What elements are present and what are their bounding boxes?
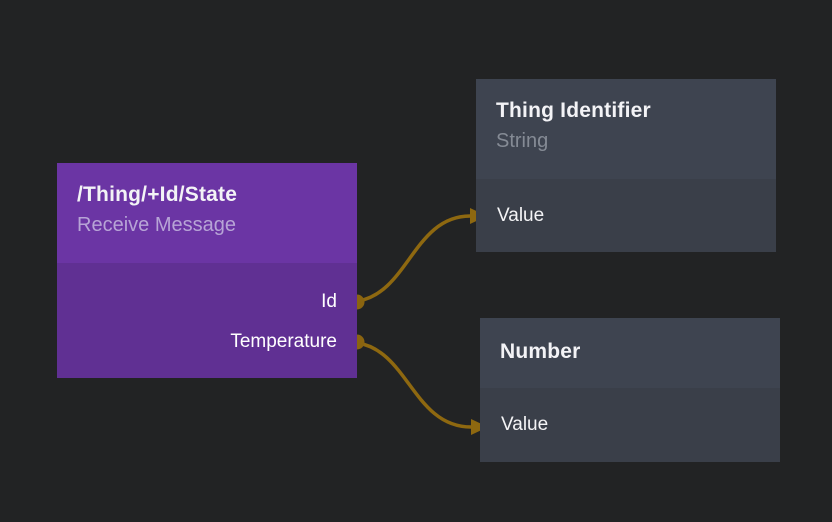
- node-title: Number: [500, 340, 581, 363]
- node-receive-message[interactable]: /Thing/+Id/State Receive Message Id Temp…: [57, 163, 357, 378]
- node-subtitle: String: [496, 130, 549, 152]
- node-title: /Thing/+Id/State: [77, 183, 238, 206]
- node-body: Value: [480, 388, 780, 462]
- input-label-value: Value: [497, 204, 545, 226]
- input-label-value: Value: [501, 414, 549, 435]
- wire-temperature-to-number-value[interactable]: [356, 341, 473, 429]
- node-subtitle: Receive Message: [77, 214, 236, 236]
- node-header: /Thing/+Id/State Receive Message: [57, 163, 357, 263]
- output-label-id: Id: [321, 291, 337, 312]
- node-title: Thing Identifier: [496, 99, 651, 122]
- input-arrow-number-value[interactable]: [471, 419, 488, 435]
- wire-id-to-thing-identifier-value[interactable]: [356, 214, 472, 303]
- node-thing-identifier[interactable]: Thing Identifier String Value: [476, 79, 776, 252]
- node-header: Number: [480, 318, 780, 388]
- node-body: Value: [476, 179, 776, 252]
- output-label-temperature: Temperature: [230, 331, 337, 352]
- node-header: Thing Identifier String: [476, 79, 776, 179]
- node-number[interactable]: Number Value: [480, 318, 780, 462]
